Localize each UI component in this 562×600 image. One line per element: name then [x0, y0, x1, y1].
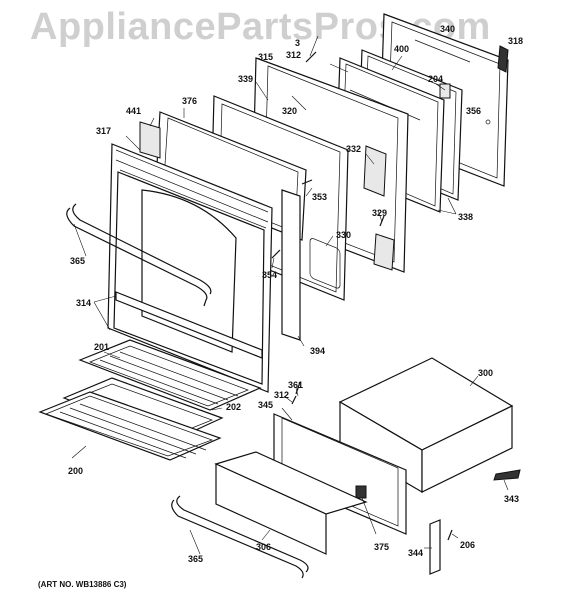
- hinge-bracket: [439, 83, 451, 99]
- callout-353: 353: [312, 192, 328, 202]
- callout-312-top: 312: [286, 50, 302, 60]
- callout-206: 206: [460, 540, 476, 550]
- outer-door-panel: [107, 143, 273, 393]
- callout-306: 306: [256, 542, 272, 552]
- drawer-handle: [171, 495, 309, 579]
- callout-300: 300: [478, 368, 494, 378]
- screws: [271, 51, 453, 541]
- callout-315: 315: [258, 52, 274, 62]
- callout-314: 314: [76, 298, 92, 308]
- door-bracket: [139, 121, 161, 159]
- callout-202: 202: [226, 402, 242, 412]
- callout-317: 317: [96, 126, 112, 136]
- callout-312-bottom: 312: [274, 390, 290, 400]
- door-bottom-trim: [115, 291, 263, 359]
- callout-365-bottom: 365: [188, 554, 204, 564]
- callout-376: 376: [182, 96, 198, 106]
- door-gasket-strip: [497, 45, 509, 73]
- callout-361: 361: [288, 380, 304, 390]
- callout-320: 320: [282, 106, 298, 116]
- callout-338: 338: [458, 212, 474, 222]
- callout-204: 204: [428, 74, 444, 84]
- drawer-face: [214, 451, 368, 555]
- oven-rack: [38, 391, 222, 461]
- callout-329: 329: [372, 208, 388, 218]
- callout-343: 343: [504, 494, 520, 504]
- callout-345: 345: [258, 400, 274, 410]
- callout-441: 441: [126, 106, 142, 116]
- callout-365-top: 365: [70, 256, 86, 266]
- drawer-front-panel: [273, 413, 407, 535]
- callout-330: 330: [336, 230, 352, 240]
- drawer-glide: [493, 469, 521, 481]
- leader-lines: [71, 35, 509, 555]
- callout-356: 356: [466, 106, 482, 116]
- callout-200: 200: [68, 466, 84, 476]
- callout-332: 332: [346, 144, 362, 154]
- callout-354: 354: [262, 270, 278, 280]
- callout-400: 400: [394, 44, 410, 54]
- callout-339: 339: [238, 74, 254, 84]
- door-side-trim: [281, 189, 301, 341]
- callout-375: 375: [374, 542, 390, 552]
- callout-3xx: 3: [295, 38, 301, 48]
- broil-pan-insert: [78, 339, 262, 411]
- callout-394: 394: [310, 346, 326, 356]
- callout-344: 344: [408, 548, 424, 558]
- callout-340: 340: [440, 24, 456, 34]
- callout-201: 201: [94, 342, 110, 352]
- drawer-side-bracket: [429, 519, 441, 575]
- art-number-note: (ART NO. WB13886 C3): [38, 580, 127, 589]
- door-handle: [66, 203, 212, 307]
- callout-318: 318: [508, 36, 524, 46]
